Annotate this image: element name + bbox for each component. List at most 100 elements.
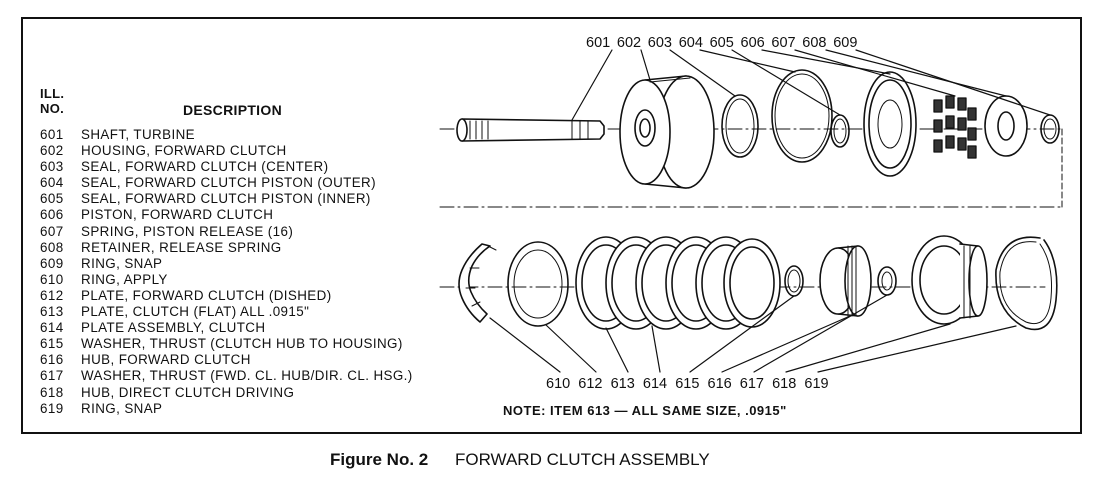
part-number: 603 bbox=[40, 159, 64, 175]
part-row: 612 PLATE, FORWARD CLUTCH (DISHED) bbox=[40, 288, 413, 304]
figure-title: FORWARD CLUTCH ASSEMBLY bbox=[454, 450, 710, 469]
thrust-washer-617-inner bbox=[881, 271, 893, 291]
callout-617: 617 bbox=[740, 376, 764, 392]
ill-no-header: ILL. NO. bbox=[40, 86, 65, 116]
part-row: 609 RING, SNAP bbox=[40, 256, 413, 272]
part-number: 613 bbox=[40, 304, 64, 320]
part-row: 619 RING, SNAP bbox=[40, 401, 413, 417]
apply-ring bbox=[458, 243, 491, 323]
part-description: HUB, FORWARD CLUTCH bbox=[81, 352, 251, 368]
forward-clutch-housing bbox=[619, 75, 715, 189]
forward-clutch-hub bbox=[819, 245, 872, 317]
part-description: WASHER, THRUST (CLUTCH HUB TO HOUSING) bbox=[81, 336, 403, 352]
part-number: 601 bbox=[40, 127, 64, 142]
part-number: 606 bbox=[40, 207, 64, 223]
figure-caption: Figure No. 2 FORWARD CLUTCH ASSEMBLY bbox=[330, 450, 710, 470]
callout-614: 614 bbox=[643, 376, 667, 392]
seal-outer-inner bbox=[774, 73, 830, 159]
callout-606: 606 bbox=[741, 35, 765, 51]
part-number: 607 bbox=[40, 223, 64, 239]
part-description: HOUSING, FORWARD CLUTCH bbox=[81, 143, 287, 159]
callout-612: 612 bbox=[578, 376, 602, 392]
part-number: 618 bbox=[40, 384, 64, 400]
note: NOTE: ITEM 613 — ALL SAME SIZE, .0915" bbox=[503, 403, 787, 418]
part-number: 604 bbox=[40, 175, 64, 191]
callout-605: 605 bbox=[710, 35, 734, 51]
dished-plate-inner bbox=[513, 249, 563, 319]
part-description: RETAINER, RELEASE SPRING bbox=[81, 239, 282, 255]
forward-clutch-piston bbox=[863, 71, 917, 177]
seal-center bbox=[721, 94, 759, 158]
part-number: 602 bbox=[40, 143, 64, 159]
callout-607: 607 bbox=[771, 35, 795, 51]
part-description: RING, SNAP bbox=[81, 255, 163, 271]
part-number: 605 bbox=[40, 191, 64, 207]
callout-609: 609 bbox=[833, 35, 857, 51]
part-description: SEAL, FORWARD CLUTCH PISTON (OUTER) bbox=[81, 175, 376, 191]
part-number: 615 bbox=[40, 336, 64, 352]
part-description: RING, SNAP bbox=[81, 400, 163, 416]
clutch-plate-stack bbox=[575, 236, 781, 330]
part-row: 616 HUB, FORWARD CLUTCH bbox=[40, 352, 413, 368]
bottom-callouts: 610 612 613 614 615 616 617 618 619 bbox=[546, 376, 829, 392]
callout-610: 610 bbox=[546, 376, 570, 392]
top-leader-lines bbox=[571, 49, 1051, 121]
thrust-washer-615-inner bbox=[787, 269, 801, 293]
part-description: SEAL, FORWARD CLUTCH PISTON (INNER) bbox=[81, 191, 371, 207]
part-description: WASHER, THRUST (FWD. CL. HUB/DIR. CL. HS… bbox=[81, 368, 413, 384]
part-row: 618 HUB, DIRECT CLUTCH DRIVING bbox=[40, 385, 413, 401]
part-description: PLATE, FORWARD CLUTCH (DISHED) bbox=[81, 287, 332, 303]
part-description: SPRING, PISTON RELEASE (16) bbox=[81, 223, 294, 239]
callout-602: 602 bbox=[617, 35, 641, 51]
part-row: 603 SEAL, FORWARD CLUTCH (CENTER) bbox=[40, 159, 413, 175]
dished-plate bbox=[507, 241, 569, 327]
piston-release-springs bbox=[933, 95, 977, 159]
part-number: 608 bbox=[40, 239, 64, 255]
callout-601: 601 bbox=[586, 35, 610, 51]
callout-603: 603 bbox=[648, 35, 672, 51]
part-row: 614 PLATE ASSEMBLY, CLUTCH bbox=[40, 320, 413, 336]
thrust-washer-617 bbox=[877, 266, 897, 296]
seal-inner-hole bbox=[833, 118, 847, 144]
seal-outer bbox=[771, 69, 833, 163]
part-row: 602 HOUSING, FORWARD CLUTCH bbox=[40, 143, 413, 159]
part-number: 619 bbox=[40, 400, 64, 416]
retainer-hole bbox=[997, 111, 1015, 141]
turbine-shaft bbox=[456, 118, 605, 142]
callout-608: 608 bbox=[802, 35, 826, 51]
part-description: SEAL, FORWARD CLUTCH (CENTER) bbox=[81, 159, 329, 175]
part-row: 604 SEAL, FORWARD CLUTCH PISTON (OUTER) bbox=[40, 175, 413, 191]
part-number: 612 bbox=[40, 287, 64, 303]
callout-616: 616 bbox=[708, 376, 732, 392]
part-number: 617 bbox=[40, 368, 64, 384]
part-row: 615 WASHER, THRUST (CLUTCH HUB TO HOUSING… bbox=[40, 336, 413, 352]
top-callouts: 601 602 603 604 605 606 607 608 609 bbox=[586, 35, 857, 51]
part-description: PISTON, FORWARD CLUTCH bbox=[81, 207, 274, 223]
part-number: 614 bbox=[40, 320, 64, 336]
callout-618: 618 bbox=[772, 376, 796, 392]
callout-619: 619 bbox=[804, 376, 828, 392]
part-number: 616 bbox=[40, 352, 64, 368]
bottom-leader-lines bbox=[489, 294, 1017, 373]
part-row: 608 RETAINER, RELEASE SPRING bbox=[40, 240, 413, 256]
seal-center-inner bbox=[725, 98, 755, 154]
callout-604: 604 bbox=[679, 35, 703, 51]
part-number: 609 bbox=[40, 255, 64, 271]
callout-615: 615 bbox=[675, 376, 699, 392]
callout-613: 613 bbox=[611, 376, 635, 392]
snap-ring-bottom bbox=[995, 236, 1058, 331]
part-description: HUB, DIRECT CLUTCH DRIVING bbox=[81, 384, 295, 400]
part-row: 607 SPRING, PISTON RELEASE (16) bbox=[40, 224, 413, 240]
part-description: PLATE ASSEMBLY, CLUTCH bbox=[81, 320, 266, 336]
snap-ring-top-inner bbox=[1043, 118, 1057, 140]
part-row: 617 WASHER, THRUST (FWD. CL. HUB/DIR. CL.… bbox=[40, 368, 413, 384]
figure-label: Figure No. 2 bbox=[330, 450, 429, 469]
part-row: 606 PISTON, FORWARD CLUTCH bbox=[40, 207, 413, 223]
diagram-frame bbox=[21, 17, 1082, 434]
direct-clutch-driving-hub bbox=[911, 235, 988, 325]
